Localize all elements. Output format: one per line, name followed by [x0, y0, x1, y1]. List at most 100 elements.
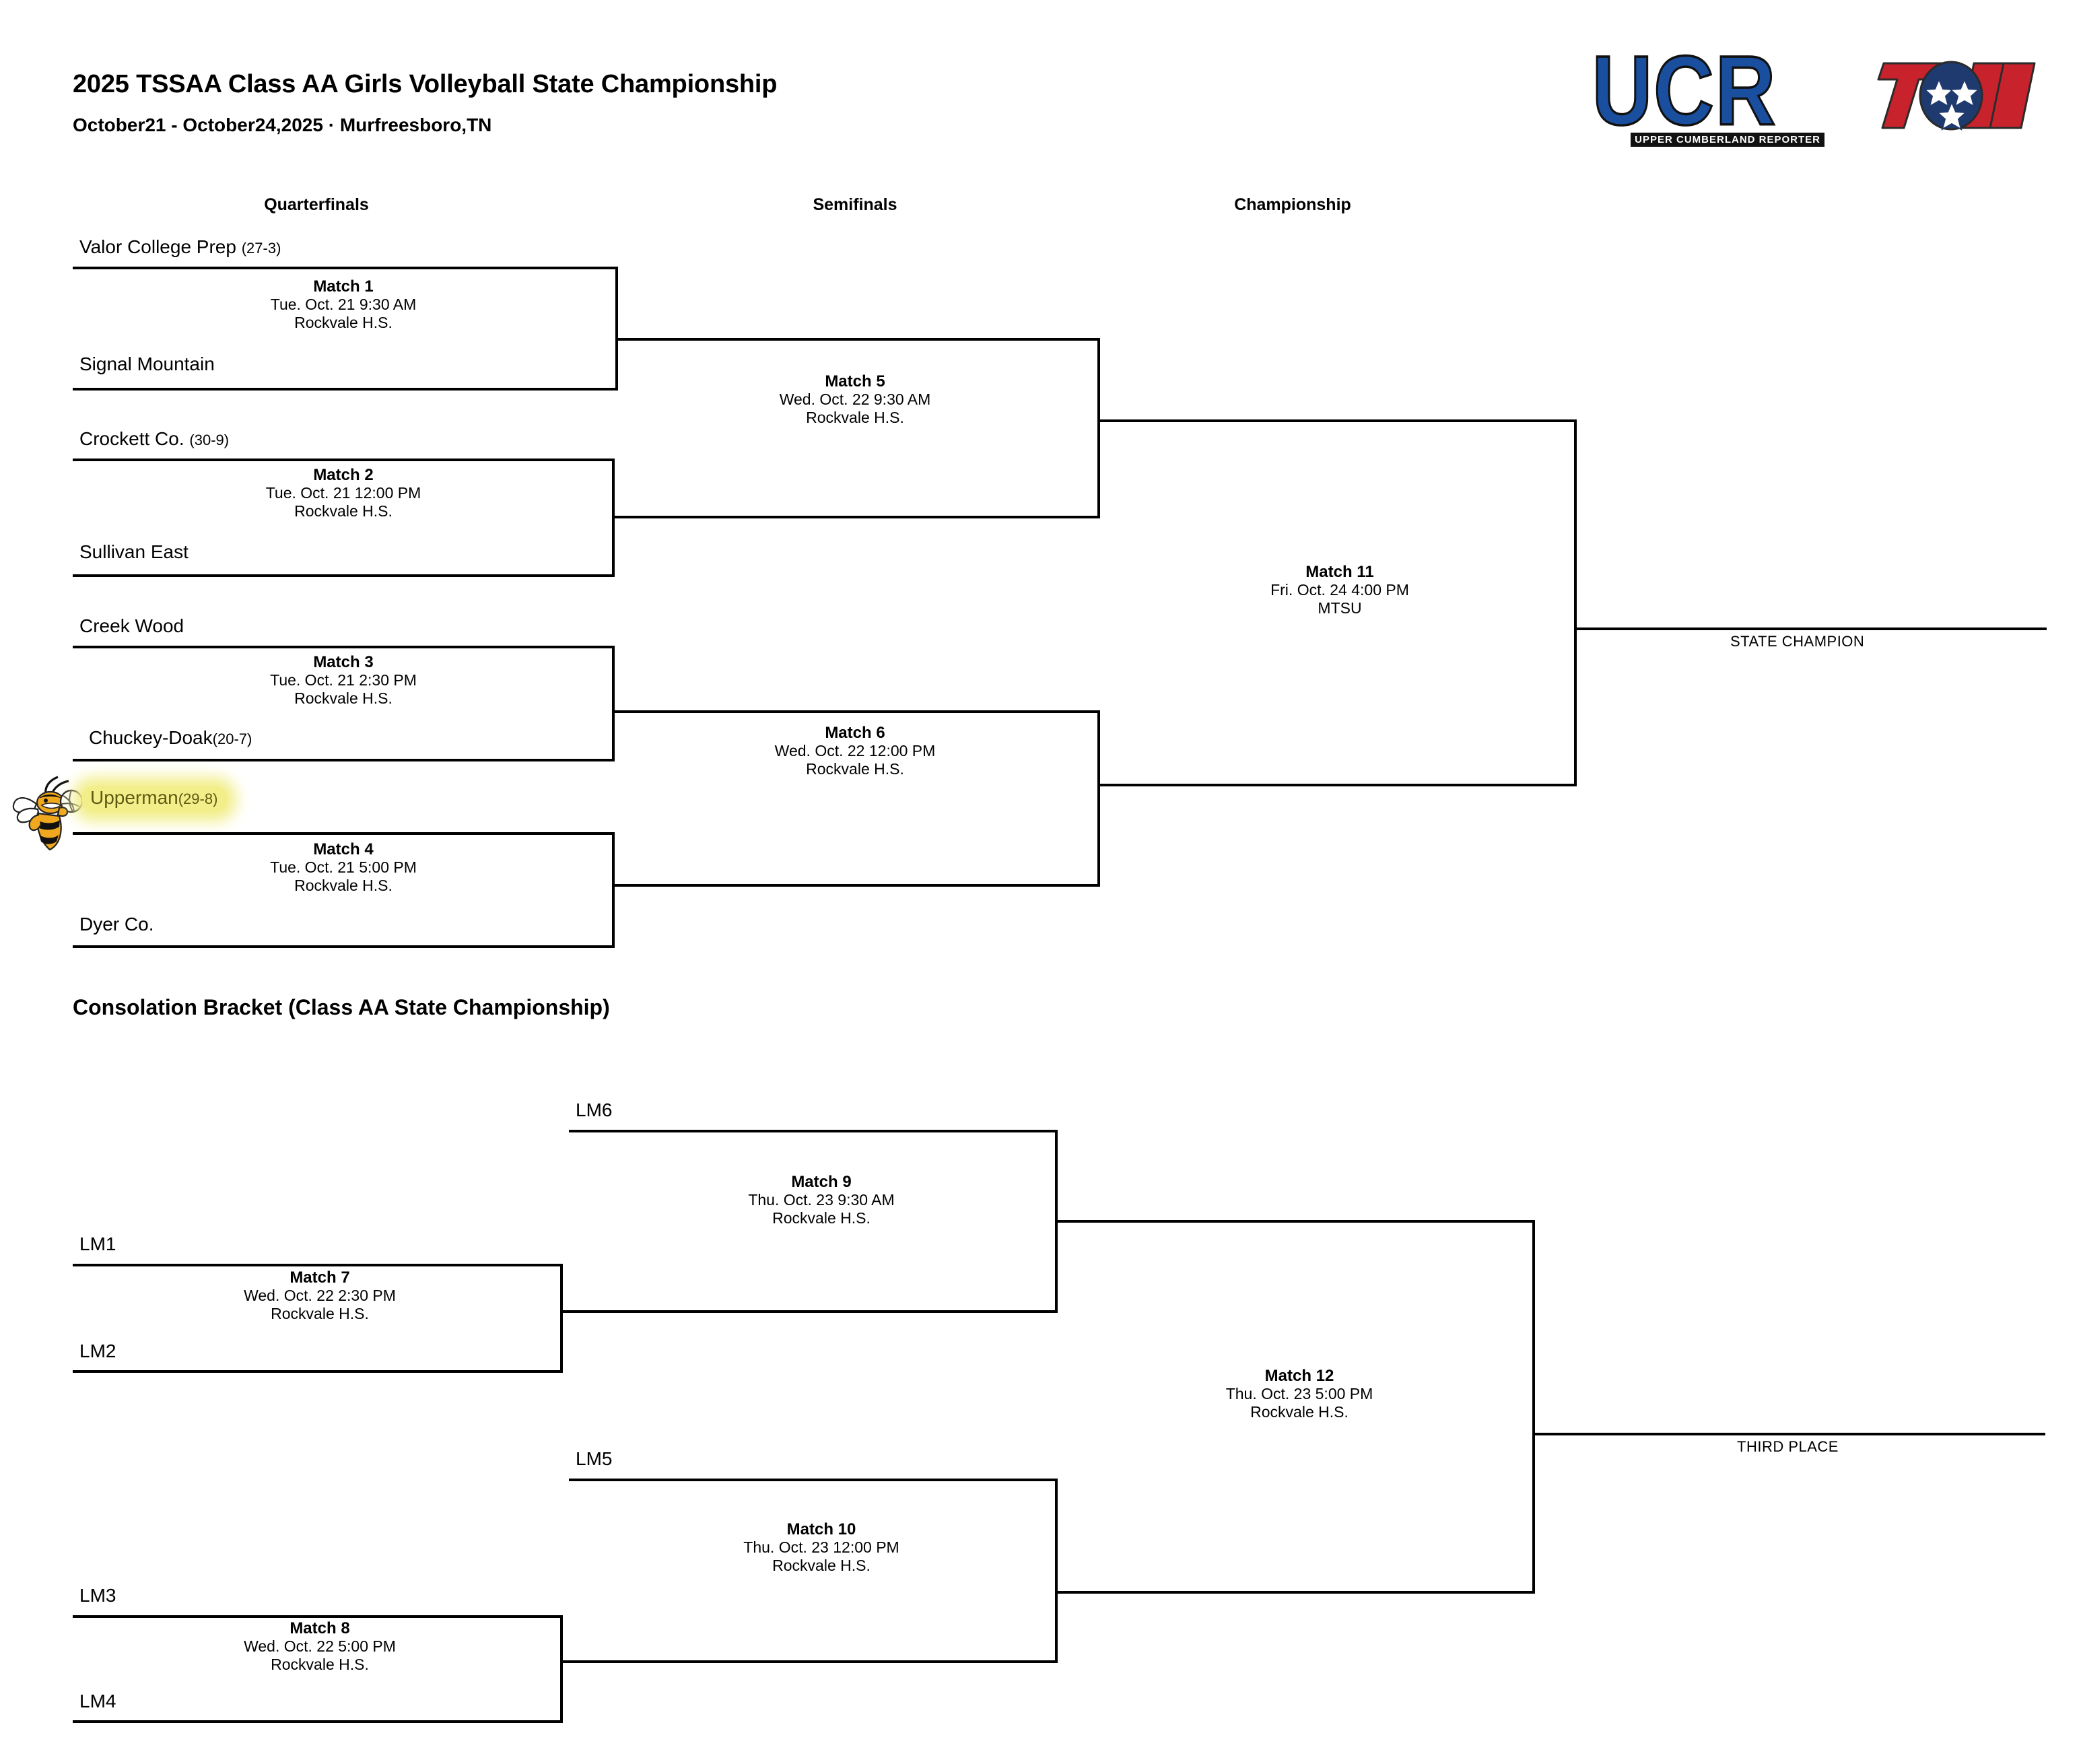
slot-chuckey-doak[interactable]: Chuckey-Doak(20-7) [89, 728, 252, 749]
team-record: (27-3) [241, 240, 281, 257]
bracket-line-m6-right [1097, 710, 1100, 887]
team-name: Valor College Prep [79, 236, 236, 257]
bracket-line-m3-right [612, 646, 615, 761]
match-datetime: Wed. Oct. 22 5:00 PM [244, 1637, 396, 1655]
bracket-line-m7-top [73, 1264, 563, 1266]
team-record: (20-7) [212, 731, 252, 747]
match-info-1[interactable]: Match 1 Tue. Oct. 21 9:30 AM Rockvale H.… [209, 277, 478, 332]
match-venue: Rockvale H.S. [294, 877, 393, 894]
match-info-7[interactable]: Match 7 Wed. Oct. 22 2:30 PM Rockvale H.… [185, 1268, 454, 1323]
match-venue: Rockvale H.S. [806, 409, 904, 426]
bracket-line-m2-top [73, 459, 615, 461]
match-name: Match 6 [825, 724, 885, 742]
match-name: Match 5 [825, 372, 885, 391]
match-info-2[interactable]: Match 2 Tue. Oct. 21 12:00 PM Rockvale H… [209, 466, 478, 520]
slot-lm3[interactable]: LM3 [79, 1585, 116, 1606]
match-datetime: Tue. Oct. 21 9:30 AM [270, 296, 417, 313]
slot-creek-wood[interactable]: Creek Wood [79, 616, 184, 638]
match-name: Match 10 [786, 1520, 856, 1538]
match-venue: Rockvale H.S. [294, 314, 393, 331]
match-datetime: Wed. Oct. 22 9:30 AM [779, 391, 931, 408]
match-info-9[interactable]: Match 9 Thu. Oct. 23 9:30 AM Rockvale H.… [687, 1173, 956, 1227]
match-venue: Rockvale H.S. [294, 689, 393, 707]
bracket-line-m11-right [1574, 419, 1577, 786]
bracket-line-m12-top [1055, 1220, 1535, 1223]
match-datetime: Fri. Oct. 24 4:00 PM [1270, 581, 1409, 599]
match-name: Match 3 [313, 653, 374, 671]
bracket-line-m4-right [612, 832, 615, 948]
bracket-line-m10-bottom [560, 1660, 1058, 1663]
bracket-line-m9-bottom [560, 1310, 1058, 1313]
match-venue: Rockvale H.S. [772, 1209, 871, 1227]
state-champion-label: STATE CHAMPION [1730, 633, 1865, 650]
match-info-5[interactable]: Match 5 Wed. Oct. 22 9:30 AM Rockvale H.… [720, 372, 990, 427]
bracket-line-m6-top [612, 710, 1100, 713]
bracket-line-m4-top [73, 832, 615, 835]
match-info-6[interactable]: Match 6 Wed. Oct. 22 12:00 PM Rockvale H… [720, 724, 990, 778]
match-info-3[interactable]: Match 3 Tue. Oct. 21 2:30 PM Rockvale H.… [209, 653, 478, 708]
third-place-label: THIRD PLACE [1737, 1438, 1839, 1455]
team-name: Signal Mountain [79, 353, 215, 374]
bracket-line-m7-bottom [73, 1370, 563, 1373]
bracket-line-m5-top [615, 338, 1100, 341]
slot-crockett-co[interactable]: Crockett Co. (30-9) [79, 429, 229, 450]
tssaa-logo [1872, 48, 2040, 136]
slot-sullivan-east[interactable]: Sullivan East [79, 542, 189, 564]
page-subtitle: October21 - October24,2025 · Murfreesbor… [73, 114, 492, 135]
match-datetime: Tue. Oct. 21 5:00 PM [270, 858, 417, 876]
slot-lm4[interactable]: LM4 [79, 1691, 116, 1711]
match-info-10[interactable]: Match 10 Thu. Oct. 23 12:00 PM Rockvale … [687, 1520, 956, 1575]
bracket-line-m1-top [73, 267, 618, 269]
match-name: Match 1 [313, 277, 374, 296]
match-venue: Rockvale H.S. [294, 502, 393, 520]
team-record: (30-9) [189, 432, 230, 448]
slot-lm6[interactable]: LM6 [576, 1099, 613, 1120]
bracket-line-third-place [1532, 1433, 2045, 1435]
slot-signal-mountain[interactable]: Signal Mountain [79, 354, 215, 376]
ucr-wordmark: UCR [1591, 36, 1777, 146]
match-name: Match 12 [1264, 1367, 1334, 1385]
round-header-quarterfinals: Quarterfinals [264, 195, 369, 214]
match-name: Match 4 [313, 840, 374, 858]
match-datetime: Thu. Oct. 23 12:00 PM [743, 1538, 899, 1556]
match-name: Match 11 [1305, 563, 1374, 581]
bracket-line-m3-bottom [73, 759, 615, 761]
bracket-line-m4-bottom [73, 945, 615, 948]
consolation-bracket-header: Consolation Bracket (Class AA State Cham… [73, 995, 610, 1019]
slot-lm2[interactable]: LM2 [79, 1341, 116, 1361]
match-datetime: Tue. Oct. 21 2:30 PM [270, 671, 417, 689]
match-info-12[interactable]: Match 12 Thu. Oct. 23 5:00 PM Rockvale H… [1165, 1367, 1434, 1421]
bracket-line-champion [1574, 627, 2047, 630]
bracket-line-m11-bottom [1097, 784, 1577, 786]
bracket-line-m12-bottom [1055, 1591, 1535, 1594]
match-datetime: Wed. Oct. 22 2:30 PM [244, 1287, 396, 1304]
match-venue: Rockvale H.S. [271, 1305, 369, 1322]
slot-dyer-co[interactable]: Dyer Co. [79, 914, 153, 936]
bracket-line-m6-bottom [612, 884, 1100, 887]
team-record: (29-8) [178, 790, 218, 807]
slot-lm1[interactable]: LM1 [79, 1233, 116, 1254]
bracket-line-m8-right [560, 1615, 563, 1723]
match-info-4[interactable]: Match 4 Tue. Oct. 21 5:00 PM Rockvale H.… [209, 840, 478, 895]
slot-upperman[interactable]: Upperman(29-8) [82, 786, 228, 812]
bracket-line-m3-top [73, 646, 615, 648]
bracket-line-m2-bottom [73, 574, 615, 577]
team-name: Sullivan East [79, 541, 189, 562]
match-info-8[interactable]: Match 8 Wed. Oct. 22 5:00 PM Rockvale H.… [185, 1619, 454, 1674]
team-name: Chuckey-Doak [89, 727, 213, 748]
page-title: 2025 TSSAA Class AA Girls Volleyball Sta… [73, 70, 778, 98]
slot-lm5[interactable]: LM5 [576, 1448, 613, 1469]
match-datetime: Thu. Oct. 23 5:00 PM [1225, 1385, 1373, 1402]
team-name: Creek Wood [79, 615, 184, 636]
match-name: Match 2 [313, 466, 374, 484]
bracket-line-m5-bottom [612, 516, 1100, 518]
slot-valor-college-prep[interactable]: Valor College Prep (27-3) [79, 237, 281, 259]
bracket-line-m7-right [560, 1264, 563, 1373]
bracket-line-m1-right [615, 267, 618, 391]
match-datetime: Thu. Oct. 23 9:30 AM [748, 1191, 895, 1209]
bracket-line-m5-right [1097, 338, 1100, 517]
match-info-11[interactable]: Match 11 Fri. Oct. 24 4:00 PM MTSU [1205, 563, 1474, 617]
round-header-semifinals: Semifinals [813, 195, 897, 214]
bracket-line-m10-top [569, 1479, 1058, 1481]
